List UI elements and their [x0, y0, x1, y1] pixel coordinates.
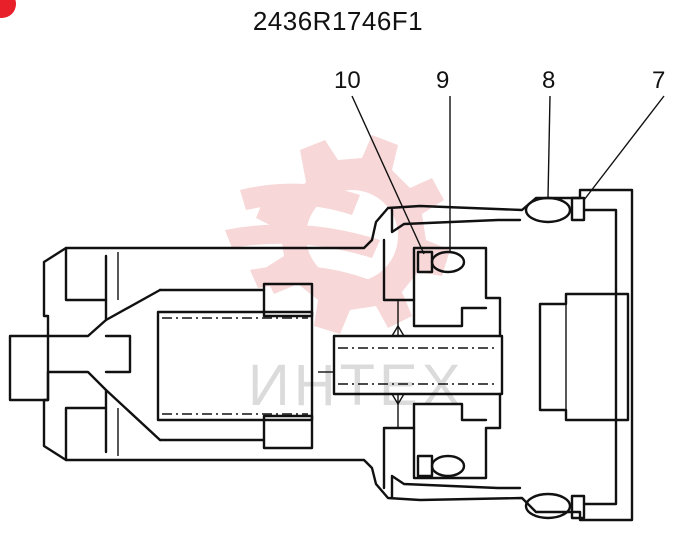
strut-bottom	[104, 388, 162, 442]
inner-block-top	[262, 282, 314, 318]
leader-8	[547, 95, 551, 199]
oring-9-top	[430, 250, 466, 274]
middle-step-bottom	[412, 402, 488, 430]
piston-body	[156, 310, 314, 422]
rod-tip-top	[391, 324, 405, 337]
bottom-shell-band	[390, 474, 522, 500]
rod-body	[332, 334, 504, 396]
right-port	[538, 292, 630, 422]
watermark-text: ИНТЕХ	[248, 353, 464, 418]
oring-8-top	[524, 196, 572, 224]
oring-9-bottom	[430, 454, 466, 478]
callout-10-label: 10	[334, 67, 361, 94]
drawing-code: 2436R1746F1	[252, 6, 424, 36]
inner-block-bottom	[262, 414, 314, 450]
middle-step-top	[412, 298, 488, 328]
left-cap-step-top	[64, 246, 108, 302]
top-shell-band	[390, 208, 522, 234]
left-cap-outline	[42, 188, 634, 522]
inner-flange-bottom	[158, 414, 314, 442]
inner-flange-top	[158, 288, 314, 318]
backup-ring-7-top	[570, 196, 586, 222]
oring-8-bottom	[524, 492, 572, 520]
watermark-gear-logo	[225, 135, 450, 334]
strut-top	[104, 288, 162, 322]
callout-8-label: 8	[542, 67, 555, 94]
left-cap-step-bottom	[64, 406, 108, 462]
middle-block-bottom	[382, 392, 502, 490]
backup-ring-7-bottom	[570, 494, 586, 520]
corner-mark	[0, 0, 16, 18]
callout-7-label: 7	[652, 67, 665, 94]
rod-tip-bottom	[391, 393, 405, 406]
callout-9-label: 9	[436, 67, 449, 94]
left-cap-chamfer-top	[46, 298, 108, 338]
leader-7	[583, 95, 665, 201]
shaft-collar	[46, 334, 132, 402]
shaft-end	[8, 334, 50, 402]
left-cap-chamfer-bottom	[46, 370, 108, 410]
right-cap-inner	[582, 208, 618, 506]
leader-10	[351, 95, 425, 255]
seal-10-bottom	[416, 454, 434, 478]
